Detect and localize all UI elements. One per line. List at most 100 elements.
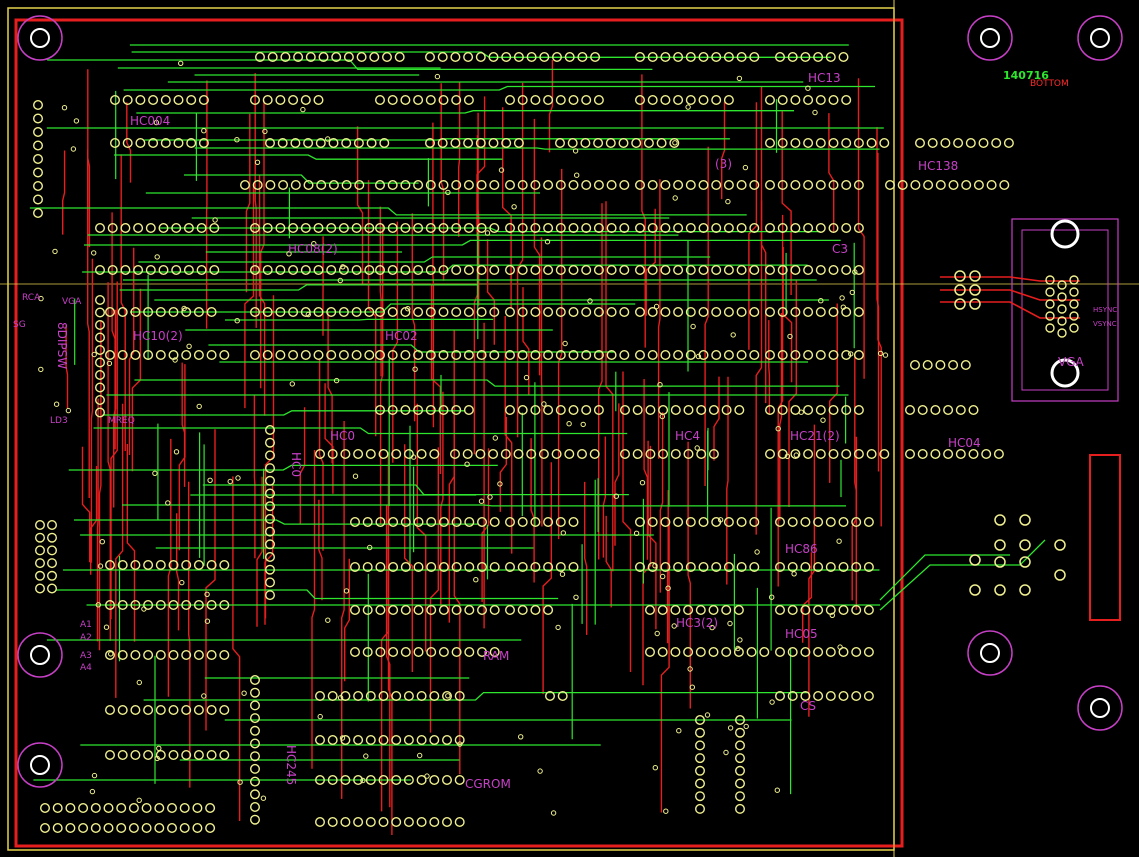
pad xyxy=(122,94,133,105)
via xyxy=(723,749,729,756)
label-u3: (3) xyxy=(715,157,732,171)
pad xyxy=(991,137,1002,148)
pad xyxy=(787,562,798,573)
via xyxy=(511,204,517,210)
pad xyxy=(403,449,414,460)
pad xyxy=(631,137,642,148)
top-trace xyxy=(102,410,466,416)
pad xyxy=(500,449,511,460)
pad xyxy=(193,650,204,661)
via xyxy=(410,454,417,460)
pad xyxy=(438,179,449,190)
pad xyxy=(388,517,399,528)
pad xyxy=(450,449,461,460)
pad xyxy=(438,222,449,233)
pad xyxy=(313,265,324,276)
pad xyxy=(249,350,260,361)
pad xyxy=(775,605,786,616)
pad xyxy=(555,94,566,105)
bottom-trace xyxy=(87,149,90,498)
pad xyxy=(391,775,402,786)
pad xyxy=(442,775,453,786)
bottom-trace xyxy=(641,74,646,348)
pad xyxy=(777,179,788,190)
pad xyxy=(489,562,500,573)
mounting-hole-ring xyxy=(17,742,63,788)
pad xyxy=(815,449,826,460)
pad xyxy=(464,562,475,573)
pad xyxy=(568,265,579,276)
pad xyxy=(426,647,437,658)
vga-pin xyxy=(1045,275,1055,285)
pad xyxy=(790,405,801,416)
pad xyxy=(155,560,166,571)
mounting-hole xyxy=(1090,28,1110,48)
pad xyxy=(168,705,179,716)
pad xyxy=(438,647,449,658)
label-a3: A3 xyxy=(80,651,92,661)
bottom-trace xyxy=(131,288,142,472)
pad xyxy=(800,691,811,702)
label-ld3: LD3 xyxy=(50,416,68,426)
pad xyxy=(853,405,864,416)
via xyxy=(343,588,350,594)
via xyxy=(727,620,733,627)
pad xyxy=(828,94,839,105)
pad xyxy=(265,463,276,474)
pad xyxy=(40,823,51,834)
pad xyxy=(278,179,289,190)
pad xyxy=(577,52,588,63)
pad xyxy=(206,600,217,611)
via xyxy=(840,304,846,310)
pad xyxy=(265,539,276,550)
pad xyxy=(790,265,801,276)
pad xyxy=(800,647,811,658)
pad xyxy=(265,501,276,512)
pad xyxy=(645,405,656,416)
bottom-trace xyxy=(110,281,118,620)
via xyxy=(445,693,451,699)
pad xyxy=(288,265,299,276)
bottom-trace xyxy=(854,355,857,610)
pad xyxy=(711,179,722,190)
pad xyxy=(378,775,389,786)
bottom-trace xyxy=(387,538,393,835)
label-hc04-right: HC04 xyxy=(948,436,981,450)
pad xyxy=(442,691,453,702)
via xyxy=(207,477,213,483)
pad xyxy=(790,350,801,361)
bottom-trace xyxy=(605,515,612,608)
pad xyxy=(315,449,326,460)
via xyxy=(659,413,665,420)
pad xyxy=(350,562,361,573)
bottom-trace xyxy=(660,521,670,813)
pad xyxy=(328,179,339,190)
pad xyxy=(568,222,579,233)
pad xyxy=(813,691,824,702)
pad xyxy=(853,350,864,361)
pad xyxy=(327,691,338,702)
pad xyxy=(416,735,427,746)
pad xyxy=(723,52,734,63)
bottom-trace xyxy=(802,552,813,643)
bottom-trace xyxy=(614,403,620,546)
pad xyxy=(219,750,230,761)
pad xyxy=(593,222,604,233)
pad xyxy=(300,222,311,233)
pad xyxy=(828,222,839,233)
pad xyxy=(209,265,220,276)
pad xyxy=(635,517,646,528)
pad xyxy=(656,137,667,148)
bottom-trace xyxy=(65,325,69,409)
pad xyxy=(555,222,566,233)
pad xyxy=(777,405,788,416)
pad xyxy=(33,207,44,218)
bottom-trace xyxy=(522,287,530,396)
via xyxy=(478,498,485,504)
pad xyxy=(695,715,706,726)
bottom-trace xyxy=(502,107,512,308)
pad xyxy=(416,449,427,460)
pad xyxy=(825,647,836,658)
